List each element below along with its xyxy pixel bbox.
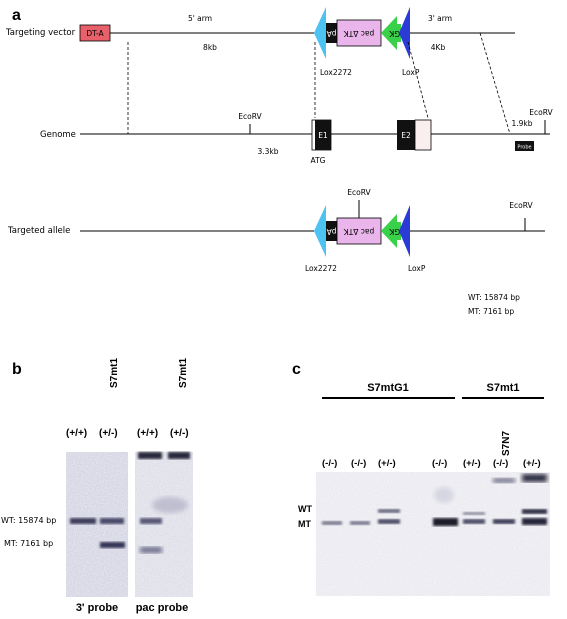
panel-c-letter: c <box>292 361 301 378</box>
panel-c-genotype-4: (-/-) <box>432 458 447 469</box>
panel-b-genotype-2: (+/-) <box>99 428 118 439</box>
pac-atk-label: pac ΔTK <box>343 29 375 38</box>
band-pac-lane1 <box>140 518 162 524</box>
exon2-utr <box>414 119 432 151</box>
panel-c-mt-label: MT <box>298 519 311 529</box>
exon2-coding <box>397 120 415 150</box>
lox2272-label: Lox2272 <box>320 68 352 77</box>
probe-label: Probe <box>517 145 531 151</box>
four-kb-label: 4Kb <box>431 43 446 52</box>
genome-ecorv-1-label: EcoRV <box>238 112 262 121</box>
allele-pac-atk-box <box>336 217 382 245</box>
lox2272-triangle <box>314 7 326 59</box>
homology-dash-3 <box>407 41 429 119</box>
row-label-genome: Genome <box>40 130 76 140</box>
dta-box <box>79 24 111 42</box>
row-label-targeting-vector: Targeting vector <box>5 28 76 38</box>
allele-ecorv-2-label: EcoRV <box>509 201 533 210</box>
allele-loxp-triangle <box>399 205 410 257</box>
one-nine-kb-label: 1.9kb <box>511 119 532 128</box>
panel-c-genotype-1: (-/-) <box>322 458 337 469</box>
allele-loxp-label: LoxP <box>408 264 426 273</box>
panel-c-genotype-6: (-/-) <box>493 458 508 469</box>
band-3p-wt-lane1 <box>70 518 96 524</box>
panel-b-genotype-1: (+/+) <box>66 428 87 439</box>
panel-b-pac-probe-label: pac probe <box>136 602 189 614</box>
band-3p-wt-lane2 <box>100 518 124 524</box>
mt-size-label: MT: 7161 bp <box>468 307 514 316</box>
allele-ecorv-1-label: EcoRV <box>347 188 371 197</box>
five-arm-label: 5' arm <box>188 14 212 23</box>
blot-3prime <box>66 452 128 597</box>
panel-c-genotype-5: (+/-) <box>463 458 481 469</box>
blot-panel-c <box>316 472 550 596</box>
allele-pgk-label: PGK <box>388 227 404 236</box>
panel-b-strain-label-1: S7mt1 <box>109 358 120 388</box>
homology-dash-4 <box>479 32 511 135</box>
pgk-label: PGK <box>388 29 404 38</box>
eight-kb-label: 8kb <box>203 43 217 52</box>
panel-c-sample-label: S7N7 <box>501 431 512 456</box>
panel-b-strain-label-2: S7mt1 <box>178 358 189 388</box>
exon2-label: E2 <box>401 131 411 140</box>
wt-size-label: WT: 15874 bp <box>468 293 520 302</box>
exon1-coding <box>315 120 331 150</box>
row-label-targeted-allele: Targeted allele <box>7 226 70 236</box>
loxp-triangle <box>399 7 410 59</box>
allele-pac-atk-label: pac ΔTK <box>343 227 375 236</box>
panel-b-mt-label: MT: 7161 bp <box>4 539 53 548</box>
allele-lox2272-label: Lox2272 <box>305 264 337 273</box>
dta-label: DT-A <box>86 29 104 38</box>
pgk-arrow <box>381 16 397 50</box>
panel-b-letter: b <box>12 361 22 378</box>
panel-c-genotype-3: (+/-) <box>378 458 396 469</box>
blot-pac <box>135 452 193 597</box>
panel-c-genotype-2: (-/-) <box>351 458 366 469</box>
panel-b-genotype-3: (+/+) <box>137 428 158 439</box>
exon1-label: E1 <box>318 131 328 140</box>
allele-pa-box <box>326 221 337 241</box>
panel-c-group2-label: S7mt1 <box>486 382 519 394</box>
panel-b-genotype-4: (+/-) <box>170 428 189 439</box>
panel-b-3-probe-label: 3' probe <box>76 602 118 614</box>
band-pac-lane1-low <box>140 547 162 553</box>
probe-box <box>515 141 534 151</box>
atg-label: ATG <box>311 156 326 165</box>
panel-b-wt-label: WT: 15874 bp <box>1 516 56 525</box>
panel-c-wt-label: WT <box>298 504 312 514</box>
band-3p-mt-lane2 <box>100 542 125 548</box>
pa-box <box>326 23 337 43</box>
loxp-label: LoxP <box>402 68 420 77</box>
pa-label: pA <box>326 29 337 38</box>
panel-a-letter: a <box>12 7 21 24</box>
pac-atk-box <box>336 19 382 47</box>
panel-c-genotype-7: (+/-) <box>523 458 541 469</box>
allele-pgk-arrow <box>381 214 397 248</box>
allele-lox2272-triangle <box>314 205 326 257</box>
panel-c-group1-label: S7mtG1 <box>367 382 409 394</box>
three-three-kb-label: 3.3kb <box>257 147 278 156</box>
allele-pa-label: pA <box>326 227 337 236</box>
genome-ecorv-2-label: EcoRV <box>529 108 553 117</box>
three-arm-label: 3' arm <box>428 14 452 23</box>
